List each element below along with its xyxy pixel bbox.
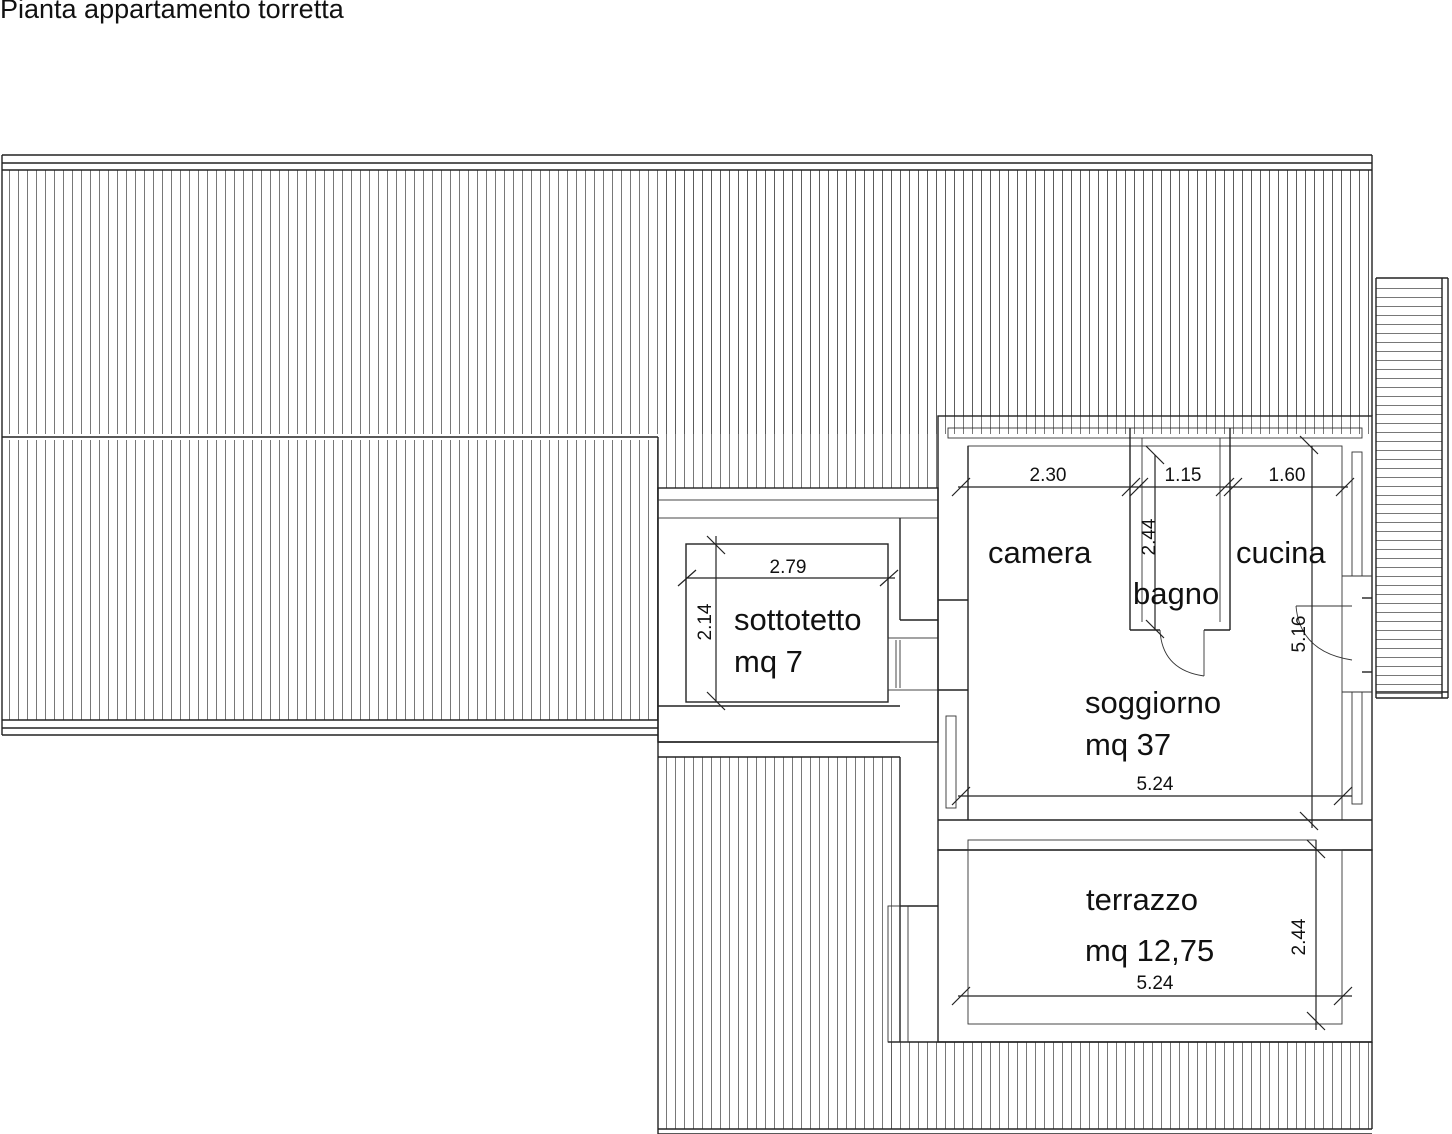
room-area-soggiorno: mq 37 (1085, 727, 1171, 762)
room-label-cucina: cucina (1236, 535, 1326, 570)
dim-camera-width: 2.30 (1030, 465, 1067, 486)
room-label-terrazzo: terrazzo (1086, 882, 1198, 917)
main-roof (1, 154, 1373, 1134)
right-roof (1375, 277, 1449, 699)
plan-title: Pianta appartamento torretta (0, 0, 344, 24)
room-area-terrazzo: mq 12,75 (1085, 933, 1214, 968)
room-label-soggiorno: soggiorno (1085, 685, 1221, 720)
dim-bagno-width: 1.15 (1165, 465, 1202, 486)
room-label-camera: camera (988, 535, 1092, 570)
dim-soggiorno-depth: 5.16 (1289, 616, 1310, 653)
lower-roof (658, 741, 1373, 1134)
dim-sottotetto-depth: 2.14 (695, 603, 716, 640)
apartment-walls (937, 415, 1373, 851)
dim-bagno-depth: 2.44 (1139, 518, 1160, 555)
dim-terrazzo-width: 5.24 (1137, 973, 1174, 994)
dimension-lines (677, 435, 1355, 1031)
terrazzo-walls (887, 849, 1373, 1043)
room-area-sottotetto: mq 7 (734, 644, 803, 679)
room-label-sottotetto: sottotetto (734, 602, 862, 637)
dim-cucina-width: 1.60 (1269, 465, 1306, 486)
room-label-bagno: bagno (1133, 576, 1219, 611)
dim-soggiorno-width: 5.24 (1137, 774, 1174, 795)
dim-sottotetto-width: 2.79 (770, 557, 807, 578)
dim-terrazzo-depth: 2.44 (1289, 918, 1310, 955)
